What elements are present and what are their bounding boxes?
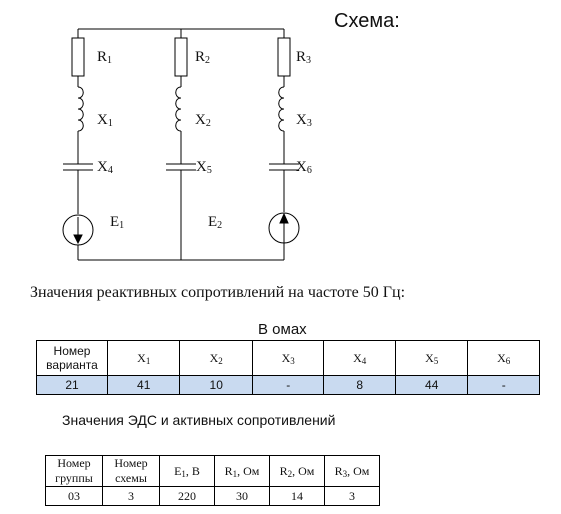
schema-title: Схема: (334, 10, 400, 32)
label-x3: X3 (296, 112, 312, 129)
header-e1: E1, В (159, 455, 215, 487)
cell-r1: 30 (214, 486, 270, 506)
label-x4: X4 (97, 159, 113, 176)
header-r2: R2, Ом (269, 455, 325, 487)
cell-r3: 3 (324, 486, 380, 506)
header-x4: X4 (323, 340, 396, 376)
label-x1: X1 (97, 112, 113, 129)
resistor-r2 (174, 37, 188, 77)
resistor-r1 (71, 37, 85, 77)
cell-x1: 41 (106, 375, 181, 395)
header-x3: X3 (251, 340, 325, 376)
cell-r2: 14 (269, 486, 325, 506)
cell-x2: 10 (179, 375, 253, 395)
label-e2: E2 (208, 214, 223, 231)
header-x6: X6 (467, 340, 540, 376)
units-title: В омах (258, 321, 307, 338)
header-r3: R3, Ом (324, 455, 380, 487)
cell-x3: - (251, 375, 325, 395)
emf-data-row: 03 3 220 30 14 3 (45, 486, 380, 506)
label-x6: X6 (296, 159, 312, 176)
header-x1: X1 (106, 340, 181, 376)
label-x5: X5 (196, 159, 212, 176)
emf-title: Значения ЭДС и активных сопротивлений (62, 412, 336, 428)
inductor-x2 (175, 86, 182, 132)
reactive-title: Значения реактивных сопротивлений на час… (30, 284, 406, 301)
header-x5: X5 (394, 340, 469, 376)
resistor-r3 (277, 37, 291, 77)
header-x2: X2 (179, 340, 253, 376)
cell-scheme: 3 (102, 486, 160, 506)
label-r3: R3 (296, 49, 312, 66)
cell-group: 03 (45, 486, 103, 506)
cell-x6: - (467, 375, 540, 395)
label-e1: E1 (110, 214, 125, 231)
label-x2: X2 (195, 112, 211, 129)
inductor-x1 (77, 86, 84, 132)
inductor-x3 (278, 86, 285, 132)
circuit-diagram (62, 28, 300, 261)
cell-e1: 220 (159, 486, 215, 506)
label-r1: R1 (97, 49, 113, 66)
reactive-data-row: 21 41 10 - 8 44 - (36, 375, 540, 395)
label-r2: R2 (195, 49, 211, 66)
cell-variant: 21 (36, 375, 108, 395)
header-r1: R1, Ом (214, 455, 270, 487)
cell-x5: 44 (394, 375, 469, 395)
cell-x4: 8 (323, 375, 396, 395)
